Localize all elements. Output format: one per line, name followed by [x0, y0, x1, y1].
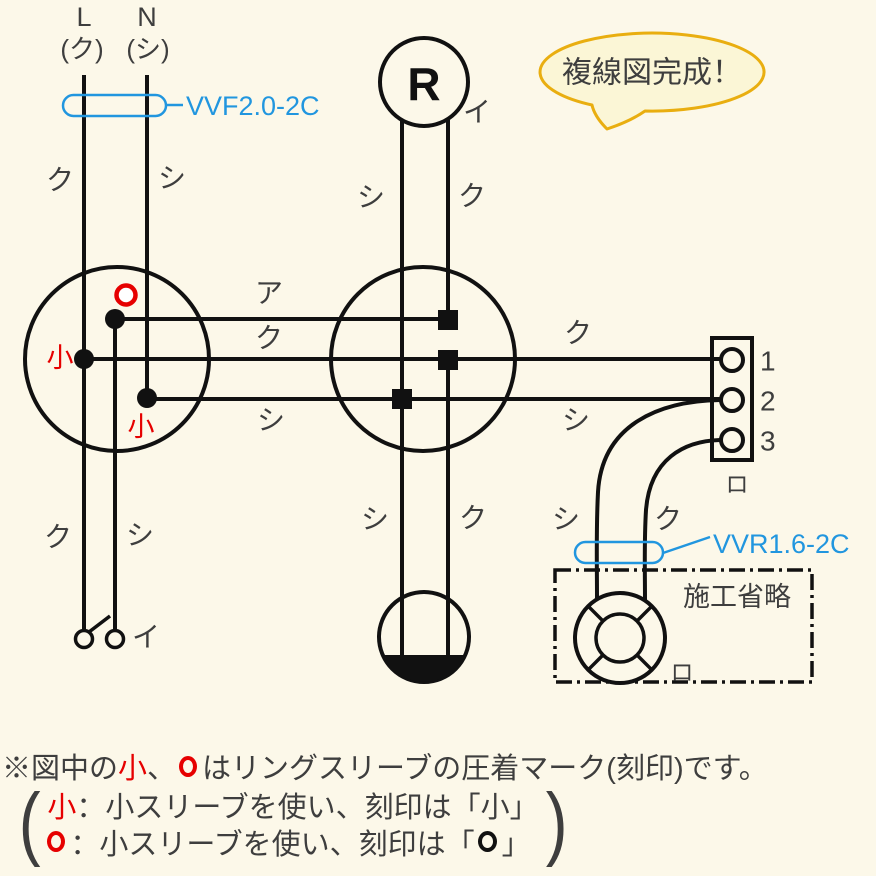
source-l-label: L	[76, 2, 91, 32]
o-ring-icon-red	[47, 831, 66, 852]
switch-contact-right	[104, 628, 126, 650]
switch-tag: イ	[132, 622, 160, 653]
left-box-connections: 小 小	[47, 283, 157, 442]
label-outdoor-white: シ	[552, 504, 580, 535]
crimp-mark-small-2: 小	[128, 412, 155, 442]
cable-markers	[61, 93, 711, 565]
construction-omitted-box	[553, 568, 814, 684]
crimp-mark-small-1: 小	[47, 343, 74, 373]
junction-dot-black	[74, 349, 94, 369]
label-right-white: シ	[562, 405, 590, 436]
ceiling-rose-filled-segment	[382, 655, 466, 682]
connector-square-red	[438, 310, 458, 330]
vvf-cable-loop	[61, 93, 168, 118]
terminal-2-number: 2	[760, 386, 776, 417]
junction-dot-white	[137, 388, 157, 408]
outdoor-light-inner	[594, 612, 646, 664]
label-switch-black: ク	[44, 522, 72, 553]
label-between-black: ク	[255, 323, 283, 354]
label-switch-white: シ	[126, 520, 154, 551]
o-ring-icon-black	[477, 831, 497, 852]
left-junction-box	[23, 265, 211, 453]
speech-bubble: 複線図完成！	[538, 31, 766, 131]
legend-comma: 、	[147, 753, 177, 785]
label-receptacle-black: ク	[458, 181, 486, 212]
middle-junction-box	[329, 265, 517, 453]
vvf-cable-label: VVF2.0-2C	[186, 91, 320, 121]
switch-contact-left	[73, 628, 95, 650]
speech-bubble-shape	[538, 31, 766, 131]
outdoor-light-tag: ロ	[671, 659, 694, 685]
terminal-block-tag: ロ	[726, 471, 749, 497]
vvr-cable-label: VVR1.6-2C	[713, 529, 850, 559]
label-between-red: ア	[255, 278, 283, 309]
connector-square-white	[392, 389, 412, 409]
lamp-receptacle-tag: イ	[463, 97, 491, 128]
legend-line2-text: ：小スリーブを使い、刻印は「小」	[76, 791, 539, 824]
legend-paren-block: ( 小：小スリーブを使い、刻印は「小」 ：小スリーブを使い、刻印は「」 )	[16, 777, 872, 869]
switch: イ	[73, 614, 160, 653]
lamp-receptacle-circle	[378, 36, 470, 128]
wires	[82, 75, 721, 631]
outdoor-section: 施工省略 ロ	[553, 568, 814, 685]
outdoor-light-spokes	[586, 604, 654, 672]
o-ring-icon	[179, 755, 198, 777]
source-n-label: N	[137, 2, 157, 32]
terminal-3-number: 3	[760, 426, 776, 457]
source-n-color: (シ)	[126, 34, 169, 64]
switch-lever	[87, 614, 112, 634]
terminal-3-screw	[719, 427, 745, 453]
vvr-cable-loop	[573, 540, 665, 565]
legend-line1-pre: ※図中の	[2, 753, 119, 785]
source-labels: L N (ク) (シ)	[60, 2, 169, 64]
lamp-receptacle: R イ	[378, 36, 491, 128]
lamp-receptacle-letter: R	[407, 58, 440, 110]
wire-outdoor-white-curve	[594, 398, 721, 600]
label-receptacle-white: シ	[357, 182, 385, 213]
crimp-mark-o-ring	[114, 283, 138, 307]
left-paren: (	[18, 777, 41, 869]
label-right-black: ク	[564, 318, 592, 349]
duplex-wiring-diagram: 複線図完成！ 小 小 R イ	[23, 2, 850, 685]
label-top-white: シ	[158, 163, 186, 194]
terminal-1-screw	[719, 347, 745, 373]
legend-line-1: ※図中の小、はリングスリーブの圧着マーク(刻印)です。	[2, 746, 872, 786]
legend-small-mark: 小	[118, 753, 148, 785]
legend-sub-lines: 小：小スリーブを使い、刻印は「小」 ：小スリーブを使い、刻印は「」	[47, 786, 539, 861]
legend-line2-small: 小	[47, 791, 77, 824]
wire-color-labels: ク シ ア ク シ ク シ シ ク シ ク ク シ シ ク	[44, 163, 682, 553]
legend-line-2: 小：小スリーブを使い、刻印は「小」	[47, 786, 539, 824]
construction-omitted-caption: 施工省略	[683, 582, 791, 612]
label-outdoor-black: ク	[654, 504, 682, 535]
source-l-color: (ク)	[60, 34, 103, 64]
label-ceiling-white: シ	[361, 504, 389, 535]
legend-line3-text: ：小スリーブを使い、刻印は「	[70, 828, 475, 861]
terminal-block: 1 2 3 ロ	[710, 336, 776, 497]
legend-line-3: ：小スリーブを使い、刻印は「」	[47, 823, 538, 861]
ceiling-rose	[377, 590, 471, 684]
legend-notes: ※図中の小、はリングスリーブの圧着マーク(刻印)です。 ( 小：小スリーブを使い…	[2, 746, 872, 869]
terminal-1-number: 1	[760, 346, 776, 377]
label-top-black: ク	[46, 165, 74, 196]
label-between-white: シ	[257, 405, 285, 436]
label-ceiling-black: ク	[459, 503, 487, 534]
vvr-leader-line	[662, 535, 711, 555]
junction-dot-red-return	[105, 309, 125, 329]
speech-bubble-text: 複線図完成！	[562, 57, 742, 90]
terminal-block-body	[710, 336, 754, 462]
terminal-2-screw	[719, 387, 745, 413]
legend-line3-close: 」	[501, 828, 531, 861]
connector-square-black	[438, 350, 458, 370]
middle-box-connectors	[392, 310, 458, 409]
right-paren: )	[545, 777, 568, 869]
legend-line1-post: はリングスリーブの圧着マーク(刻印)です。	[202, 753, 768, 785]
